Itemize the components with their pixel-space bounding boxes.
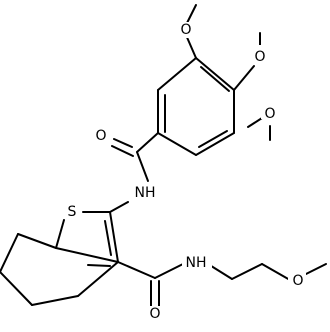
oxygen-label: O xyxy=(292,273,303,289)
bond xyxy=(0,233,19,273)
bond xyxy=(87,264,111,267)
oxygen-label: O xyxy=(95,128,106,144)
bond xyxy=(233,65,255,91)
nitrogen-label: NH xyxy=(135,185,156,201)
bond xyxy=(305,263,327,275)
bond xyxy=(109,201,129,213)
bond xyxy=(113,138,133,148)
bond xyxy=(136,132,159,153)
bond xyxy=(55,219,65,249)
bond xyxy=(195,57,235,91)
bond xyxy=(136,151,149,182)
bond xyxy=(185,34,197,59)
bond xyxy=(231,263,263,280)
bond xyxy=(261,263,291,281)
oxygen-label: O xyxy=(264,106,275,122)
bond xyxy=(31,295,79,306)
bonds xyxy=(0,4,327,307)
oxygen-label: O xyxy=(149,306,160,322)
bond xyxy=(111,145,134,157)
bond xyxy=(200,66,230,92)
atom-labels: O O O O NH S NH O O xyxy=(63,22,306,322)
bond xyxy=(0,271,33,306)
bond xyxy=(154,263,184,279)
bond xyxy=(109,211,119,263)
nitrogen-label: NH xyxy=(186,255,207,271)
bond xyxy=(104,220,112,256)
bond xyxy=(185,4,197,26)
bond xyxy=(157,57,197,91)
bond xyxy=(17,233,57,249)
bond xyxy=(77,261,119,297)
bond xyxy=(157,132,197,156)
bond xyxy=(55,247,119,263)
sulfur-label: S xyxy=(68,204,77,220)
oxygen-label: O xyxy=(254,49,265,65)
bond xyxy=(117,261,156,279)
oxygen-label: O xyxy=(180,22,191,38)
bond xyxy=(195,132,235,156)
bond xyxy=(247,117,263,128)
bond xyxy=(198,130,228,148)
